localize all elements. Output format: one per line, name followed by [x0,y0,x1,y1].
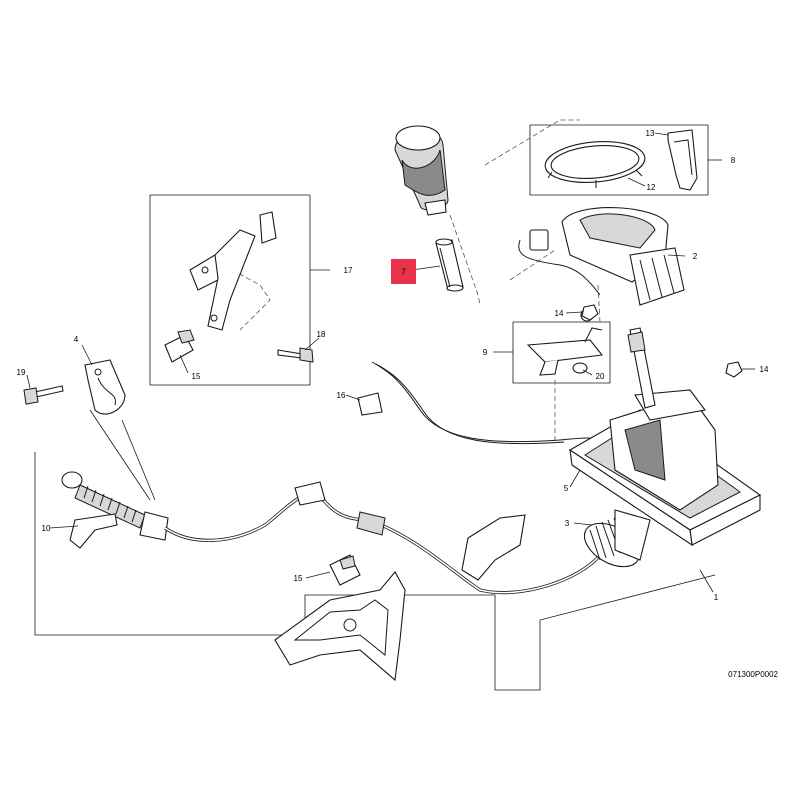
callout-10: 10 [42,524,51,533]
callout-16: 16 [337,391,346,400]
callout-15-lower: 15 [294,574,303,583]
indicator-cable [371,361,606,446]
frame-group-8 [529,124,709,196]
part-4-bracket[interactable] [84,359,126,415]
callout-8: 8 [731,156,736,165]
part-17-bracket[interactable] [189,211,277,331]
shift-lever[interactable] [627,327,656,409]
callout-13: 13 [646,129,655,138]
callout-2: 2 [693,252,698,261]
part-12-trim-ring[interactable] [543,138,646,188]
callout-14-upper: 14 [555,309,564,318]
part-15-clip-upper[interactable] [164,329,195,363]
part-16-clip[interactable] [357,392,383,416]
part-9-bracket[interactable] [526,327,604,376]
part-7-sleeve[interactable] [435,238,464,292]
part-19-bolt[interactable] [23,385,64,405]
leader-lines [26,132,755,593]
callout-3: 3 [565,519,570,528]
part-15-clip-lower[interactable] [329,554,361,586]
callout-15-upper: 15 [192,372,201,381]
callout-7: 7 [401,268,406,277]
part-3-solenoid[interactable] [577,509,651,576]
part-18-bolt[interactable] [277,347,314,363]
part-14-nut-right[interactable] [725,361,743,378]
callout-9: 9 [483,348,488,357]
callout-14-right: 14 [760,365,769,374]
part-2-selector-housing[interactable] [518,207,685,322]
shift-knob[interactable] [394,125,449,216]
callout-4: 4 [74,335,79,344]
part-14-nut-upper[interactable] [581,304,599,321]
frame-group-1 [34,452,716,691]
part-13-retaining-clip[interactable] [667,129,698,191]
callout-20: 20 [596,372,605,381]
part-10-cable-end[interactable] [61,471,169,549]
callout-5: 5 [564,484,569,493]
shift-cable [164,481,602,595]
callout-12: 12 [647,183,656,192]
part-5-shifter-housing[interactable] [568,389,762,547]
callout-18: 18 [317,330,326,339]
callout-1: 1 [714,593,719,602]
frame-group-17 [149,194,311,386]
lower-mount-bracket [274,571,406,682]
callout-17: 17 [344,266,353,275]
callout-7-highlight[interactable] [391,259,416,284]
callout-19: 19 [17,368,26,377]
frame-group-9 [512,321,611,384]
drawing-code: 071300P0002 [728,670,778,679]
